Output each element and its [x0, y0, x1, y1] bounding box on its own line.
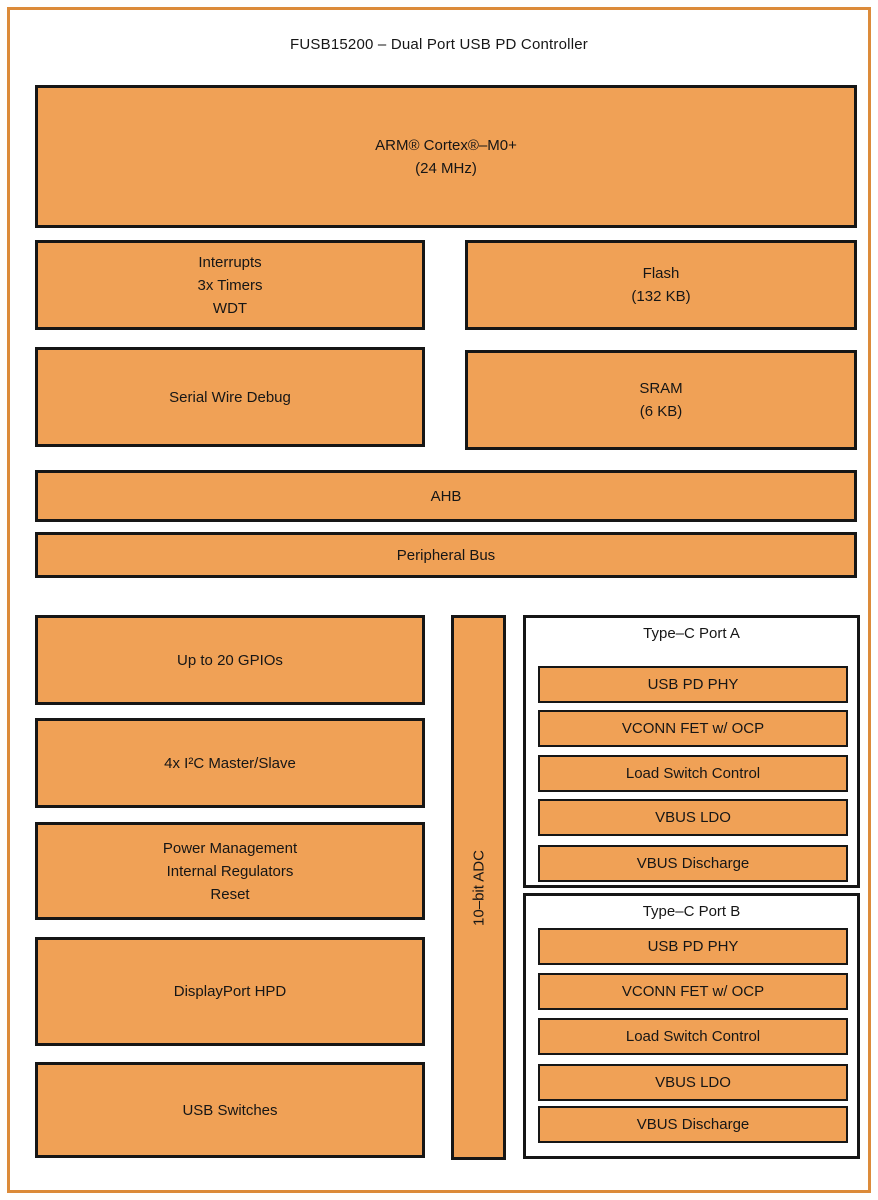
block-label: AHB — [430, 487, 462, 505]
block-label: Serial Wire Debug — [169, 388, 291, 406]
block-vbus-discharge: VBUS Discharge — [538, 1106, 848, 1143]
block-sram: SRAM (6 KB) — [465, 350, 857, 450]
block-gpio: Up to 20 GPIOs — [35, 615, 425, 705]
block-label: Flash — [642, 265, 680, 282]
container-type-c-port-b: Type–C Port B USB PD PHY VCONN FET w/ OC… — [523, 893, 860, 1159]
block-label: USB PD PHY — [647, 938, 739, 955]
block-label: 4x I²C Master/Slave — [164, 754, 296, 772]
block-vconn-fet: VCONN FET w/ OCP — [538, 710, 848, 747]
container-type-c-port-a: Type–C Port A USB PD PHY VCONN FET w/ OC… — [523, 615, 860, 888]
block-displayport-hpd: DisplayPort HPD — [35, 937, 425, 1046]
block-vbus-ldo: VBUS LDO — [538, 1064, 848, 1101]
block-label: DisplayPort HPD — [173, 983, 287, 1000]
block-label: USB Switches — [182, 1101, 278, 1119]
block-label: 10–bit ADC — [470, 849, 487, 926]
block-label: USB PD PHY — [647, 676, 739, 693]
block-label: VCONN FET w/ OCP — [621, 983, 765, 1000]
block-adc: 10–bit ADC — [451, 615, 506, 1160]
block-ahb: AHB — [35, 470, 857, 522]
block-label: Power Management — [162, 839, 298, 857]
block-peripheral-bus: Peripheral Bus — [35, 532, 857, 578]
port-title: Type–C Port B — [642, 903, 741, 920]
block-label: 3x Timers — [197, 276, 263, 294]
block-label: SRAM — [639, 380, 683, 397]
port-title: Type–C Port A — [643, 625, 740, 642]
block-label: VBUS LDO — [655, 1074, 731, 1091]
block-label: Reset — [210, 885, 250, 903]
block-i2c: 4x I²C Master/Slave — [35, 718, 425, 808]
block-label: VBUS Discharge — [636, 1116, 750, 1133]
block-label: VCONN FET w/ OCP — [621, 720, 765, 737]
block-vbus-ldo: VBUS LDO — [538, 799, 848, 836]
block-cpu: ARM® Cortex®–M0+ (24 MHz) — [35, 85, 857, 228]
block-serial-wire-debug: Serial Wire Debug — [35, 347, 425, 447]
block-label: Load Switch Control — [625, 765, 761, 782]
block-interrupts-timers-wdt: Interrupts 3x Timers WDT — [35, 240, 425, 330]
block-load-switch-control: Load Switch Control — [538, 1018, 848, 1055]
block-flash: Flash (132 KB) — [465, 240, 857, 330]
block-label: (132 KB) — [631, 288, 691, 305]
block-label: Load Switch Control — [625, 1028, 761, 1045]
block-usb-switches: USB Switches — [35, 1062, 425, 1158]
block-label: Peripheral Bus — [396, 546, 496, 564]
block-label: (24 MHz) — [415, 159, 477, 177]
block-power-management: Power Management Internal Regulators Res… — [35, 822, 425, 920]
block-label: Interrupts — [198, 253, 262, 271]
block-load-switch-control: Load Switch Control — [538, 755, 848, 792]
block-label: ARM® Cortex®–M0+ — [375, 136, 517, 154]
block-label: VBUS LDO — [655, 809, 731, 826]
block-label: (6 KB) — [639, 403, 683, 420]
diagram-title: FUSB15200 – Dual Port USB PD Controller — [290, 36, 588, 53]
block-usb-pd-phy: USB PD PHY — [538, 928, 848, 965]
block-label: WDT — [212, 299, 248, 317]
block-label: Internal Regulators — [166, 862, 294, 880]
block-label: Up to 20 GPIOs — [177, 651, 283, 669]
block-label: VBUS Discharge — [636, 855, 750, 872]
block-usb-pd-phy: USB PD PHY — [538, 666, 848, 703]
block-vconn-fet: VCONN FET w/ OCP — [538, 973, 848, 1010]
block-vbus-discharge: VBUS Discharge — [538, 845, 848, 882]
